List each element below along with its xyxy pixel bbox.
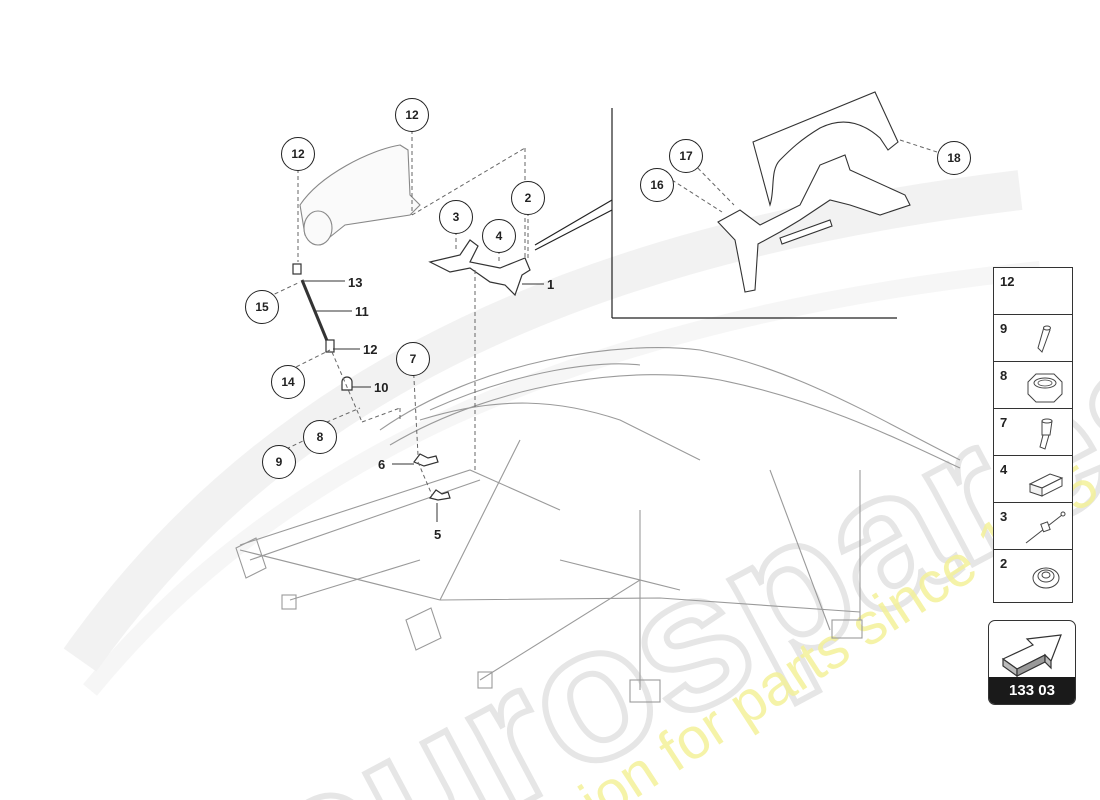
- arrow-next-icon: [1001, 634, 1062, 678]
- legend-row-3[interactable]: 3: [994, 503, 1072, 550]
- label-12[interactable]: 12: [363, 342, 378, 357]
- callout-2[interactable]: 2: [511, 181, 545, 215]
- callout-15[interactable]: 15: [245, 290, 279, 324]
- label-13[interactable]: 13: [348, 275, 363, 290]
- cable-tie-icon: [1025, 511, 1066, 544]
- next-page-button[interactable]: 133 03: [988, 620, 1076, 705]
- legend-num: 2: [1000, 556, 1008, 571]
- callout-9[interactable]: 9: [262, 445, 296, 479]
- legend-row-7[interactable]: 7: [994, 409, 1072, 456]
- callout-17[interactable]: 17: [669, 139, 703, 173]
- label-6[interactable]: 6: [378, 457, 386, 472]
- legend-row-2[interactable]: 2: [994, 550, 1072, 602]
- legend-row-12[interactable]: 12: [994, 268, 1072, 315]
- page-code: 133 03: [989, 677, 1075, 704]
- socket-screw-icon: [1039, 418, 1053, 450]
- legend-num: 4: [1000, 462, 1008, 477]
- grommet-icon: [1032, 567, 1060, 589]
- rubber-pad-icon: [1028, 473, 1064, 497]
- callout-7[interactable]: 7: [396, 342, 430, 376]
- callout-12a[interactable]: 12: [281, 137, 315, 171]
- hex-nut-icon: [1027, 373, 1063, 403]
- callout-12b[interactable]: 12: [395, 98, 429, 132]
- legend-num: 7: [1000, 415, 1008, 430]
- callout-8[interactable]: 8: [303, 420, 337, 454]
- label-5[interactable]: 5: [434, 527, 442, 542]
- callout-18[interactable]: 18: [937, 141, 971, 175]
- callout-14[interactable]: 14: [271, 365, 305, 399]
- legend-row-9[interactable]: 9: [994, 315, 1072, 362]
- legend-num: 12: [1000, 274, 1015, 289]
- callout-4[interactable]: 4: [482, 219, 516, 253]
- legend-num: 8: [1000, 368, 1008, 383]
- legend-num: 3: [1000, 509, 1008, 524]
- label-11[interactable]: 11: [355, 304, 369, 319]
- label-10[interactable]: 10: [374, 380, 389, 395]
- stud-bolt-icon: [1037, 325, 1051, 353]
- callout-3[interactable]: 3: [439, 200, 473, 234]
- legend-num: 9: [1000, 321, 1008, 336]
- label-1[interactable]: 1: [547, 277, 555, 292]
- callout-16[interactable]: 16: [640, 168, 674, 202]
- parts-legend: 12 9 8 7 4: [993, 267, 1073, 603]
- legend-row-8[interactable]: 8: [994, 362, 1072, 409]
- legend-row-4[interactable]: 4: [994, 456, 1072, 503]
